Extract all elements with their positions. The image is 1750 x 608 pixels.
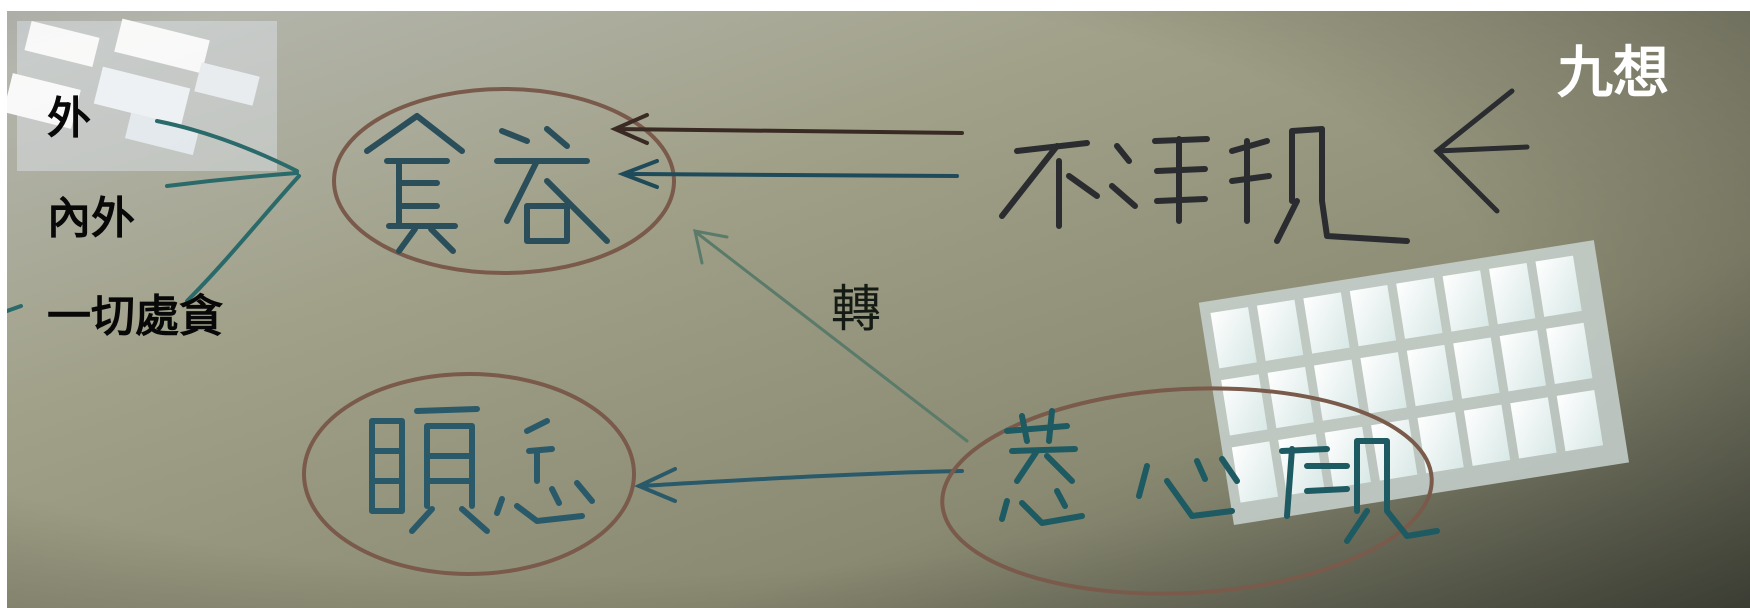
cixinguan-to-chenhui-arrow [634, 467, 964, 503]
title-jiuxiang: 九想 [1557, 41, 1669, 106]
cixinguan-circle [940, 386, 1434, 596]
cixinguan-handwriting [999, 408, 1440, 544]
list-item-neiwai: 內外 [47, 193, 135, 244]
tanyu-handwriting [364, 113, 610, 254]
list-item-wai: 外 [47, 93, 91, 144]
list-item-yiqiechutan: 一切處貪 [47, 291, 223, 342]
ceiling-light-reflection-left [7, 18, 277, 171]
chenhui-circle [302, 372, 636, 576]
bujingguan-arrows [610, 113, 964, 145]
whiteboard-scene [7, 11, 1750, 608]
tanyu-circle [332, 87, 676, 275]
whiteboard-photo: 外 內外 一切處貪 九想 轉 [7, 11, 1750, 608]
far-right-arrowhead [1433, 88, 1530, 214]
zhuan-arrow [693, 229, 969, 443]
bujingguan-handwriting [999, 126, 1410, 244]
left-list-arrows [7, 119, 301, 313]
arrow-label-zhuan: 轉 [831, 280, 881, 338]
chenhui-handwriting [369, 406, 595, 534]
